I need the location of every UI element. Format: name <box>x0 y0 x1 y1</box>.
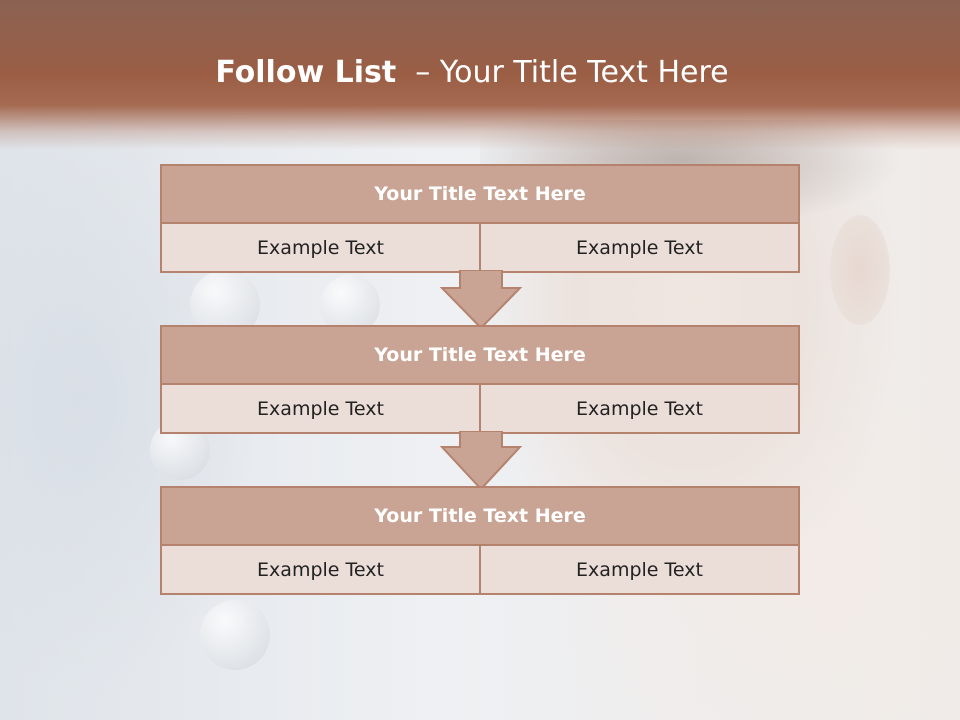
down-arrow-1 <box>439 270 523 330</box>
step-cell-right: Example Text <box>479 546 798 593</box>
step-box-3: Your Title Text Here Example Text Exampl… <box>160 486 800 595</box>
step-row: Example Text Example Text <box>162 546 798 593</box>
slide-title-rest: – Your Title Text Here <box>396 55 729 90</box>
step-cell-right: Example Text <box>479 385 798 432</box>
slide-title: Follow List – Your Title Text Here <box>0 55 944 90</box>
background-ear <box>830 215 890 325</box>
molecule-sphere <box>200 600 270 670</box>
step-cell-right: Example Text <box>479 224 798 271</box>
step-cell-left: Example Text <box>162 385 479 432</box>
step-title: Your Title Text Here <box>162 166 798 224</box>
step-cell-left: Example Text <box>162 546 479 593</box>
step-row: Example Text Example Text <box>162 224 798 271</box>
slide-title-bold: Follow List <box>215 55 397 90</box>
step-cell-left: Example Text <box>162 224 479 271</box>
step-row: Example Text Example Text <box>162 385 798 432</box>
down-arrow-2 <box>439 431 523 491</box>
step-title: Your Title Text Here <box>162 327 798 385</box>
step-title: Your Title Text Here <box>162 488 798 546</box>
step-box-2: Your Title Text Here Example Text Exampl… <box>160 325 800 434</box>
step-box-1: Your Title Text Here Example Text Exampl… <box>160 164 800 273</box>
header-band <box>0 0 960 150</box>
